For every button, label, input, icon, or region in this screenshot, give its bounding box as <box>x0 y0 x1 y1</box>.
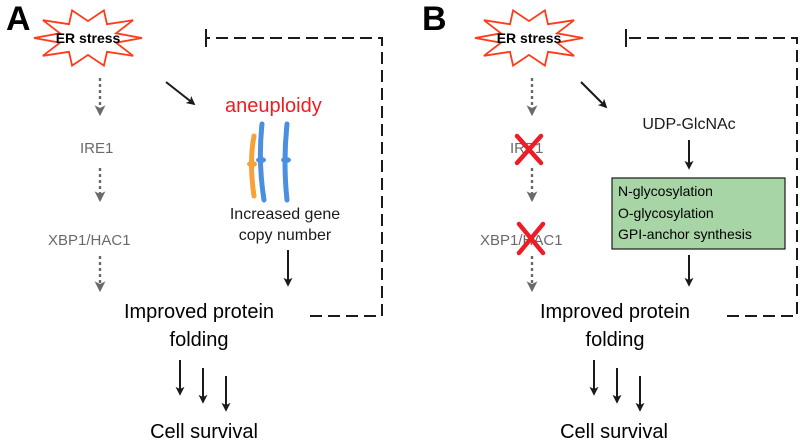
folding-line2-a: folding <box>170 329 229 351</box>
blocked-cross-icon <box>516 221 546 256</box>
panel-a-letter: A <box>6 0 31 38</box>
er-stress-label-a: ER stress <box>56 30 121 46</box>
diagonal-arrow-b <box>580 81 608 109</box>
box-line-1: N-glycosylation <box>618 183 713 199</box>
er-stress-burst-a: ER stress <box>33 8 143 68</box>
feedback-inhibition-b <box>625 29 798 317</box>
gene-copy-line2: copy number <box>239 227 332 244</box>
panel-b: B ER stress IRE1 XBP1/HAC1 UDP-GlcNAc N-… <box>422 0 798 441</box>
diagonal-arrow-a <box>165 81 196 106</box>
glycosylation-box: N-glycosylation O-glycosylation GPI-anch… <box>611 177 786 250</box>
aneuploidy-label: aneuploidy <box>225 95 322 117</box>
folding-line1-a: Improved protein <box>124 301 274 323</box>
chromosome-icon <box>247 121 291 203</box>
burst-star-icon <box>33 8 143 68</box>
panel-a: A ER stress IRE1 XBP1/HAC1 aneuploidy In… <box>6 0 383 441</box>
er-stress-burst-b: ER stress <box>474 8 584 68</box>
folding-line2-b: folding <box>586 329 645 351</box>
box-line-2: O-glycosylation <box>618 205 714 221</box>
cell-survival-a: Cell survival <box>150 421 258 441</box>
panel-b-letter: B <box>422 0 447 38</box>
xbp1-label-b: XBP1/HAC1 <box>480 232 563 249</box>
xbp1-label-a: XBP1/HAC1 <box>48 232 131 249</box>
feedback-inhibition-a <box>205 29 383 317</box>
burst-star-icon <box>474 8 584 68</box>
folding-line1-b: Improved protein <box>540 301 690 323</box>
blocked-cross-icon <box>514 133 544 166</box>
er-stress-label-b: ER stress <box>497 30 562 46</box>
udp-glcnac-label: UDP-GlcNAc <box>642 116 735 133</box>
gene-copy-line1: Increased gene <box>230 206 340 223</box>
cell-survival-b: Cell survival <box>560 421 668 441</box>
ire1-label-a: IRE1 <box>80 140 113 157</box>
box-line-3: GPI-anchor synthesis <box>618 226 752 242</box>
